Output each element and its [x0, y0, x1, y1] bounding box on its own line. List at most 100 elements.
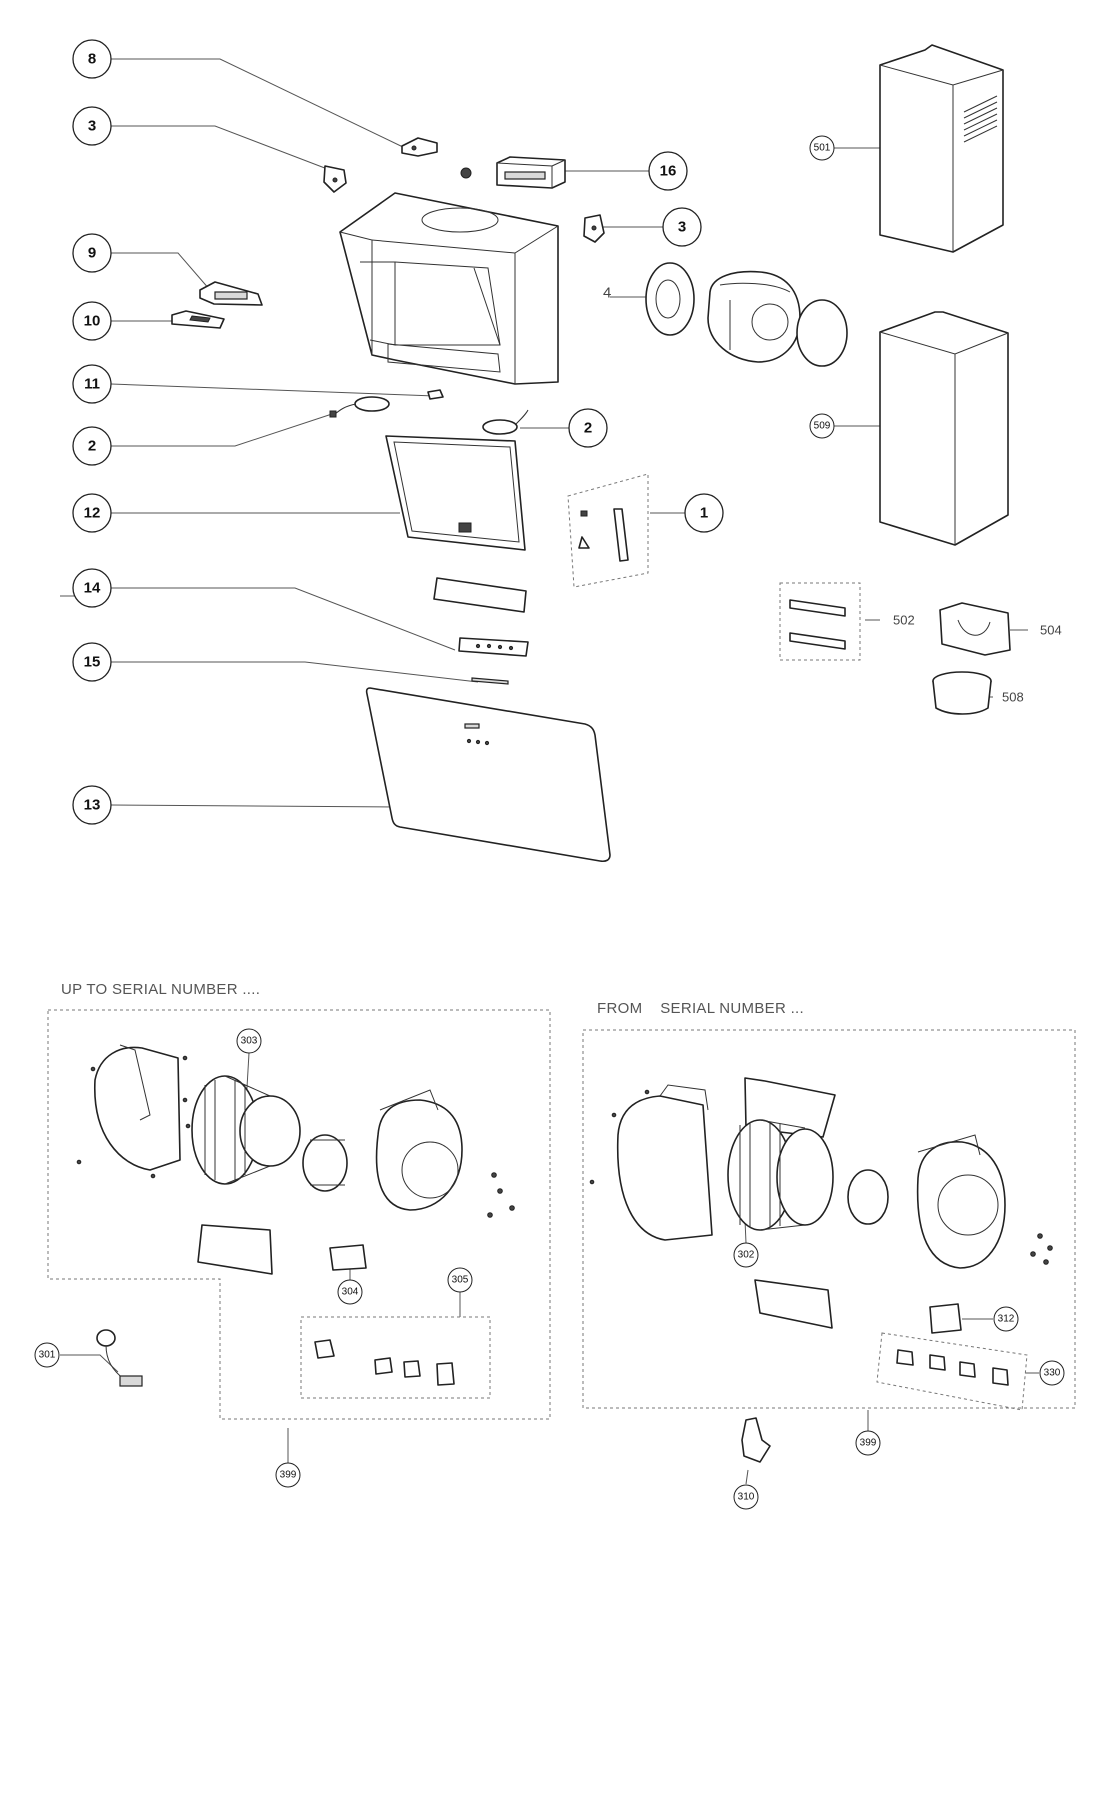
svg-text:304: 304	[342, 1287, 359, 1298]
svg-text:303: 303	[241, 1036, 258, 1047]
part-15	[471, 677, 509, 685]
callout-11: 11	[72, 364, 112, 404]
callout-3-left: 3	[72, 106, 112, 146]
callout-15: 15	[72, 642, 112, 682]
motor-right	[847, 1169, 889, 1225]
part-11	[427, 389, 444, 400]
svg-text:16: 16	[660, 163, 677, 180]
lamp-2-left	[329, 396, 390, 418]
svg-text:302: 302	[738, 1250, 755, 1261]
control-box-16	[460, 156, 566, 189]
svg-text:1: 1	[700, 505, 708, 522]
svg-text:2: 2	[88, 438, 96, 455]
lamp-310	[741, 1417, 771, 1463]
callout-504: 504	[1040, 623, 1062, 638]
svg-text:502: 502	[893, 613, 915, 628]
svg-text:3: 3	[88, 118, 96, 135]
callout-399-left: 399	[275, 1462, 301, 1488]
bracket-8	[401, 137, 438, 157]
callout-16: 16	[648, 151, 688, 191]
svg-text:11: 11	[84, 376, 100, 393]
switch-kit-330	[876, 1332, 1028, 1411]
svg-text:310: 310	[738, 1492, 755, 1503]
control-panel-14	[458, 637, 529, 657]
callout-509: 509	[809, 413, 835, 439]
left-motor-assembly	[47, 1009, 551, 1420]
svg-text:305: 305	[452, 1275, 469, 1286]
callout-12: 12	[72, 493, 112, 533]
button-dots	[475, 643, 514, 651]
callout-305: 305	[447, 1267, 473, 1293]
callout-303: 303	[236, 1028, 262, 1054]
damper-ring-4	[645, 262, 695, 336]
blower-wheel-302	[727, 1119, 834, 1231]
callout-14: 14	[72, 568, 112, 608]
callout-13: 13	[72, 785, 112, 825]
chimney-509	[879, 311, 1009, 546]
svg-text:509: 509	[814, 421, 831, 432]
motor-left	[302, 1134, 348, 1192]
part-9	[199, 281, 263, 306]
svg-text:9: 9	[88, 245, 96, 262]
callout-310: 310	[733, 1484, 759, 1510]
hood-body	[339, 192, 559, 385]
fasteners-left	[76, 1055, 515, 1218]
callouts: 8 3 16 3 9 10 4 11 2 2 12 1 14 15 13 501…	[34, 39, 1065, 1510]
part-14-cover	[433, 577, 527, 613]
callout-3-right: 3	[662, 207, 702, 247]
caption-up-to-serial: UP TO SERIAL NUMBER ....	[61, 981, 260, 998]
svg-text:501: 501	[814, 143, 831, 154]
callout-312: 312	[993, 1306, 1019, 1332]
callout-4: 4	[603, 285, 611, 302]
svg-text:399: 399	[860, 1438, 877, 1449]
grease-filter-12	[385, 435, 526, 551]
svg-text:14: 14	[84, 580, 101, 597]
svg-text:8: 8	[88, 51, 96, 68]
svg-text:508: 508	[1002, 690, 1024, 705]
glass-panel-13	[365, 687, 611, 863]
callout-2-left: 2	[72, 426, 112, 466]
blower-wheel-303	[191, 1075, 301, 1185]
bracket-3-right	[583, 214, 605, 243]
brackets-502	[779, 582, 861, 661]
carbon-filter	[796, 299, 848, 367]
svg-text:10: 10	[84, 313, 101, 330]
fasteners-right	[589, 1089, 1053, 1265]
callout-502: 502	[893, 613, 915, 628]
svg-text:399: 399	[280, 1470, 297, 1481]
callout-501: 501	[809, 135, 835, 161]
caption-from-serial: FROM SERIAL NUMBER ...	[597, 1000, 804, 1017]
capacitor-304	[329, 1244, 367, 1271]
svg-text:13: 13	[84, 797, 101, 814]
callout-9: 9	[72, 233, 112, 273]
callout-10: 10	[72, 301, 112, 341]
lamp-cable-301	[96, 1329, 143, 1387]
callout-399-right: 399	[855, 1430, 881, 1456]
callout-2-right: 2	[568, 408, 608, 448]
lamp-2-right	[482, 409, 529, 435]
callout-304: 304	[337, 1279, 363, 1305]
svg-text:2: 2	[584, 420, 592, 437]
callout-330: 330	[1039, 1360, 1065, 1386]
svg-text:504: 504	[1040, 623, 1062, 638]
adapter-504	[939, 602, 1011, 656]
callout-301: 301	[34, 1342, 60, 1368]
svg-text:3: 3	[678, 219, 686, 236]
svg-text:15: 15	[84, 654, 101, 671]
fixing-kit-1	[567, 473, 649, 588]
svg-text:4: 4	[603, 285, 611, 302]
callout-508: 508	[1002, 690, 1024, 705]
svg-text:312: 312	[998, 1314, 1015, 1325]
capacitor-312	[929, 1303, 962, 1334]
right-motor-assembly	[582, 1029, 1076, 1463]
svg-text:12: 12	[84, 505, 101, 522]
flange-508	[932, 671, 992, 715]
chimney-vent-slots	[963, 95, 998, 143]
chimney-501	[879, 44, 1004, 253]
callout-8: 8	[72, 39, 112, 79]
svg-text:301: 301	[39, 1350, 56, 1361]
svg-text:330: 330	[1044, 1368, 1061, 1379]
callout-1: 1	[684, 493, 724, 533]
switch-kit-305	[300, 1316, 491, 1399]
